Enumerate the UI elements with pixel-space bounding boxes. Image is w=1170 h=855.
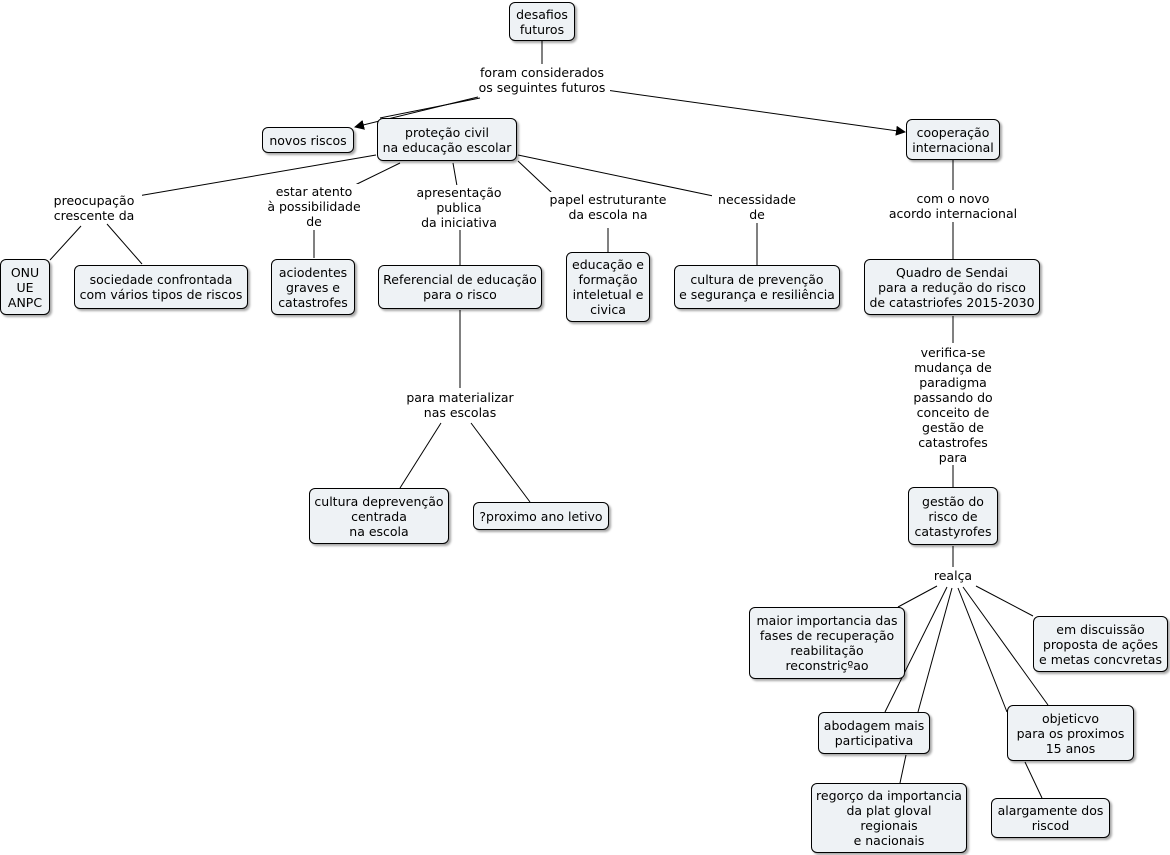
- node-sociedade-confrontada[interactable]: sociedade confrontada com vários tipos d…: [74, 265, 248, 309]
- node-cooperacao-internacional[interactable]: cooperação internacional: [906, 119, 1000, 160]
- link-verifica-se: verifica-se mudança de paradigma passand…: [908, 345, 998, 465]
- link-preocupacao-crescente: preocupação crescente da: [46, 193, 142, 223]
- link-necessidade-de: necessidade de: [712, 192, 802, 222]
- node-novos-riscos[interactable]: novos riscos: [262, 127, 354, 153]
- link-estar-atento: estar atento à possibilidade de: [262, 184, 366, 229]
- link-para-materializar: para materializar nas escolas: [402, 390, 518, 420]
- node-reforco-importancia[interactable]: regorço da importancia da plat gloval re…: [811, 783, 967, 853]
- link-apresentacao-publica: apresentação publica da iniciativa: [410, 185, 508, 230]
- link-com-novo-acordo: com o novo acordo internacional: [886, 191, 1020, 221]
- node-maior-importancia[interactable]: maior importancia das fases de recuperaç…: [749, 607, 905, 679]
- node-acidentes-graves[interactable]: aciodentes graves e catastrofes: [271, 259, 355, 315]
- node-alargamento-riscos[interactable]: alargamente dos riscod: [991, 798, 1110, 838]
- node-cultura-deprevencao[interactable]: cultura deprevenção centrada na escola: [309, 488, 449, 544]
- node-educacao-formacao[interactable]: educação e formação inteletual e civica: [566, 252, 650, 322]
- node-onu-ue-anpc[interactable]: ONU UE ANPC: [0, 259, 50, 315]
- link-papel-estruturante: papel estruturante da escola na: [544, 192, 672, 222]
- node-referencial-educacao[interactable]: Referencial de educação para o risco: [378, 265, 542, 309]
- node-cultura-prevencao[interactable]: cultura de prevenção e segurança e resil…: [674, 265, 840, 309]
- link-foram-considerados: foram considerados os seguintes futuros: [474, 65, 610, 95]
- node-em-discussao[interactable]: em discuissão proposta de ações e metas …: [1033, 616, 1168, 672]
- node-gestao-risco[interactable]: gestão do risco de catastyrofes: [908, 487, 998, 545]
- node-desafios-futuros[interactable]: desafios futuros: [509, 2, 575, 41]
- node-protecao-civil[interactable]: proteção civil na educação escolar: [377, 118, 517, 161]
- node-objetivo-15-anos[interactable]: objeticvo para os proximos 15 anos: [1007, 705, 1134, 761]
- node-quadro-sendai[interactable]: Quadro de Sendai para a redução do risco…: [864, 259, 1040, 315]
- node-abordagem-participativa[interactable]: abodagem mais participativa: [818, 712, 930, 754]
- node-proximo-ano-letivo[interactable]: ?proximo ano letivo: [473, 502, 609, 530]
- link-realca: realça: [929, 568, 977, 583]
